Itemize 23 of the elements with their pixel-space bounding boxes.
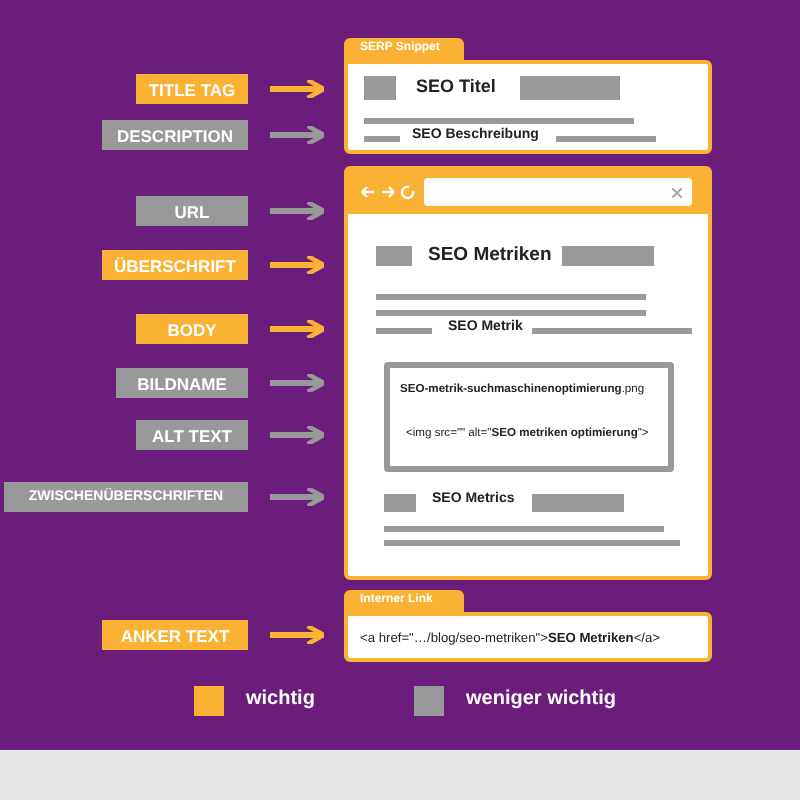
browser-window bbox=[344, 166, 712, 580]
arrow bbox=[270, 77, 327, 101]
tag-label: ALT TEXT bbox=[136, 420, 248, 450]
arrow bbox=[270, 199, 327, 223]
tag-label: DESCRIPTION bbox=[102, 120, 248, 150]
arrow bbox=[270, 123, 327, 147]
tag-label: ÜBERSCHRIFT bbox=[102, 250, 248, 280]
arrow bbox=[270, 317, 327, 341]
tag-label: URL bbox=[136, 196, 248, 226]
image-box bbox=[384, 362, 674, 472]
arrow bbox=[270, 423, 327, 447]
arrow bbox=[270, 485, 327, 509]
legend-text: wichtig bbox=[246, 688, 315, 710]
tag-label: BODY bbox=[136, 314, 248, 344]
arrow bbox=[270, 623, 327, 647]
tag-label: TITLE TAG bbox=[136, 74, 248, 104]
heading-text: SEO Titel bbox=[416, 76, 496, 96]
tag-label: BILDNAME bbox=[116, 368, 248, 398]
legend-text: weniger wichtig bbox=[466, 688, 617, 710]
tag-label: ANKER TEXT bbox=[102, 620, 248, 650]
arrow bbox=[270, 371, 327, 395]
arrow bbox=[270, 253, 327, 277]
heading-text: SEO Metriken bbox=[428, 244, 552, 266]
